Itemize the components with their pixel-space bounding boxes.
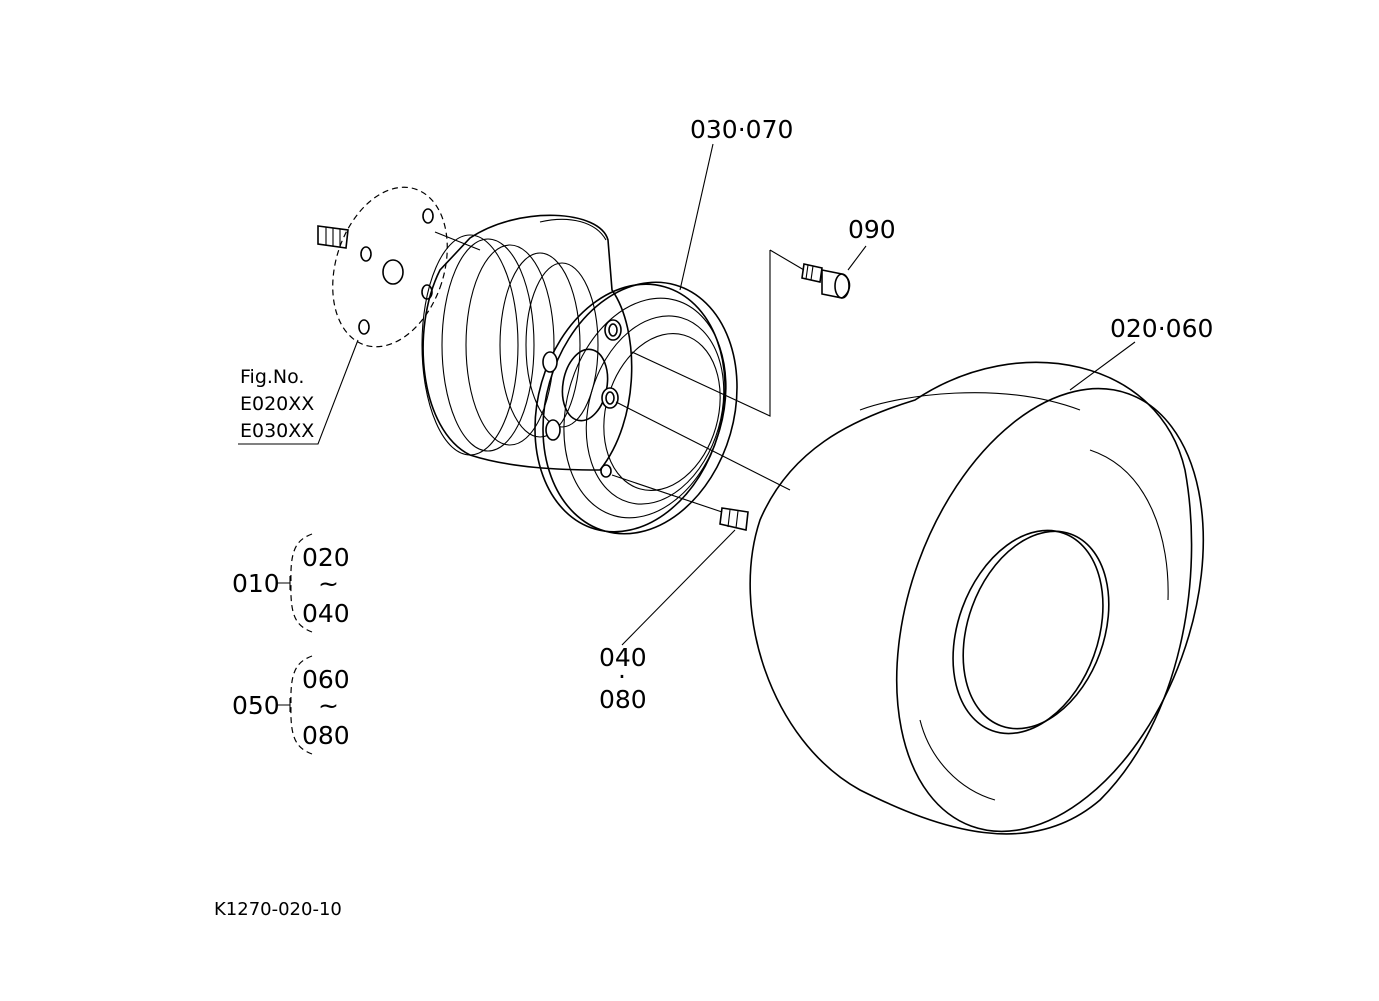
hub-flange [332, 186, 448, 348]
callout-tire: 020·060 [1110, 314, 1213, 343]
drawing-id: K1270-020-10 [214, 899, 342, 920]
valve-stem [611, 474, 749, 531]
wheel-rim [421, 214, 738, 535]
svg-text:050: 050 [232, 691, 280, 720]
callout-bolt: 090 [848, 215, 896, 244]
svg-text:020: 020 [302, 543, 350, 572]
rim-inner-half [422, 214, 633, 471]
tire [749, 361, 1205, 835]
wheel-bolt [801, 263, 851, 299]
svg-text:010: 010 [232, 569, 280, 598]
axle-stub [317, 225, 349, 249]
hub-assembly [317, 186, 481, 348]
hub-center-boss [382, 259, 404, 285]
leader-lines [238, 143, 1136, 646]
svg-text:080: 080 [302, 721, 350, 750]
svg-text:~: ~ [318, 569, 339, 598]
tire-sidewall [895, 387, 1205, 833]
svg-text:060: 060 [302, 665, 350, 694]
callout-valve-2: 080 [599, 685, 647, 714]
svg-text:~: ~ [318, 691, 339, 720]
callout-valve-dot: · [618, 662, 626, 691]
fig-ref-line2: E030XX [240, 420, 314, 442]
fig-ref-line1: E020XX [240, 393, 314, 415]
svg-text:040: 040 [302, 599, 350, 628]
assembly-group-1: 010 020 ~ 040 [232, 533, 350, 633]
assembly-group-2: 050 060 ~ 080 [232, 655, 350, 755]
callout-valve: 040 [599, 643, 647, 672]
tire-outline [749, 361, 1193, 835]
callout-rim-disc: 030·070 [690, 115, 793, 144]
fig-ref-heading: Fig.No. [240, 366, 304, 388]
